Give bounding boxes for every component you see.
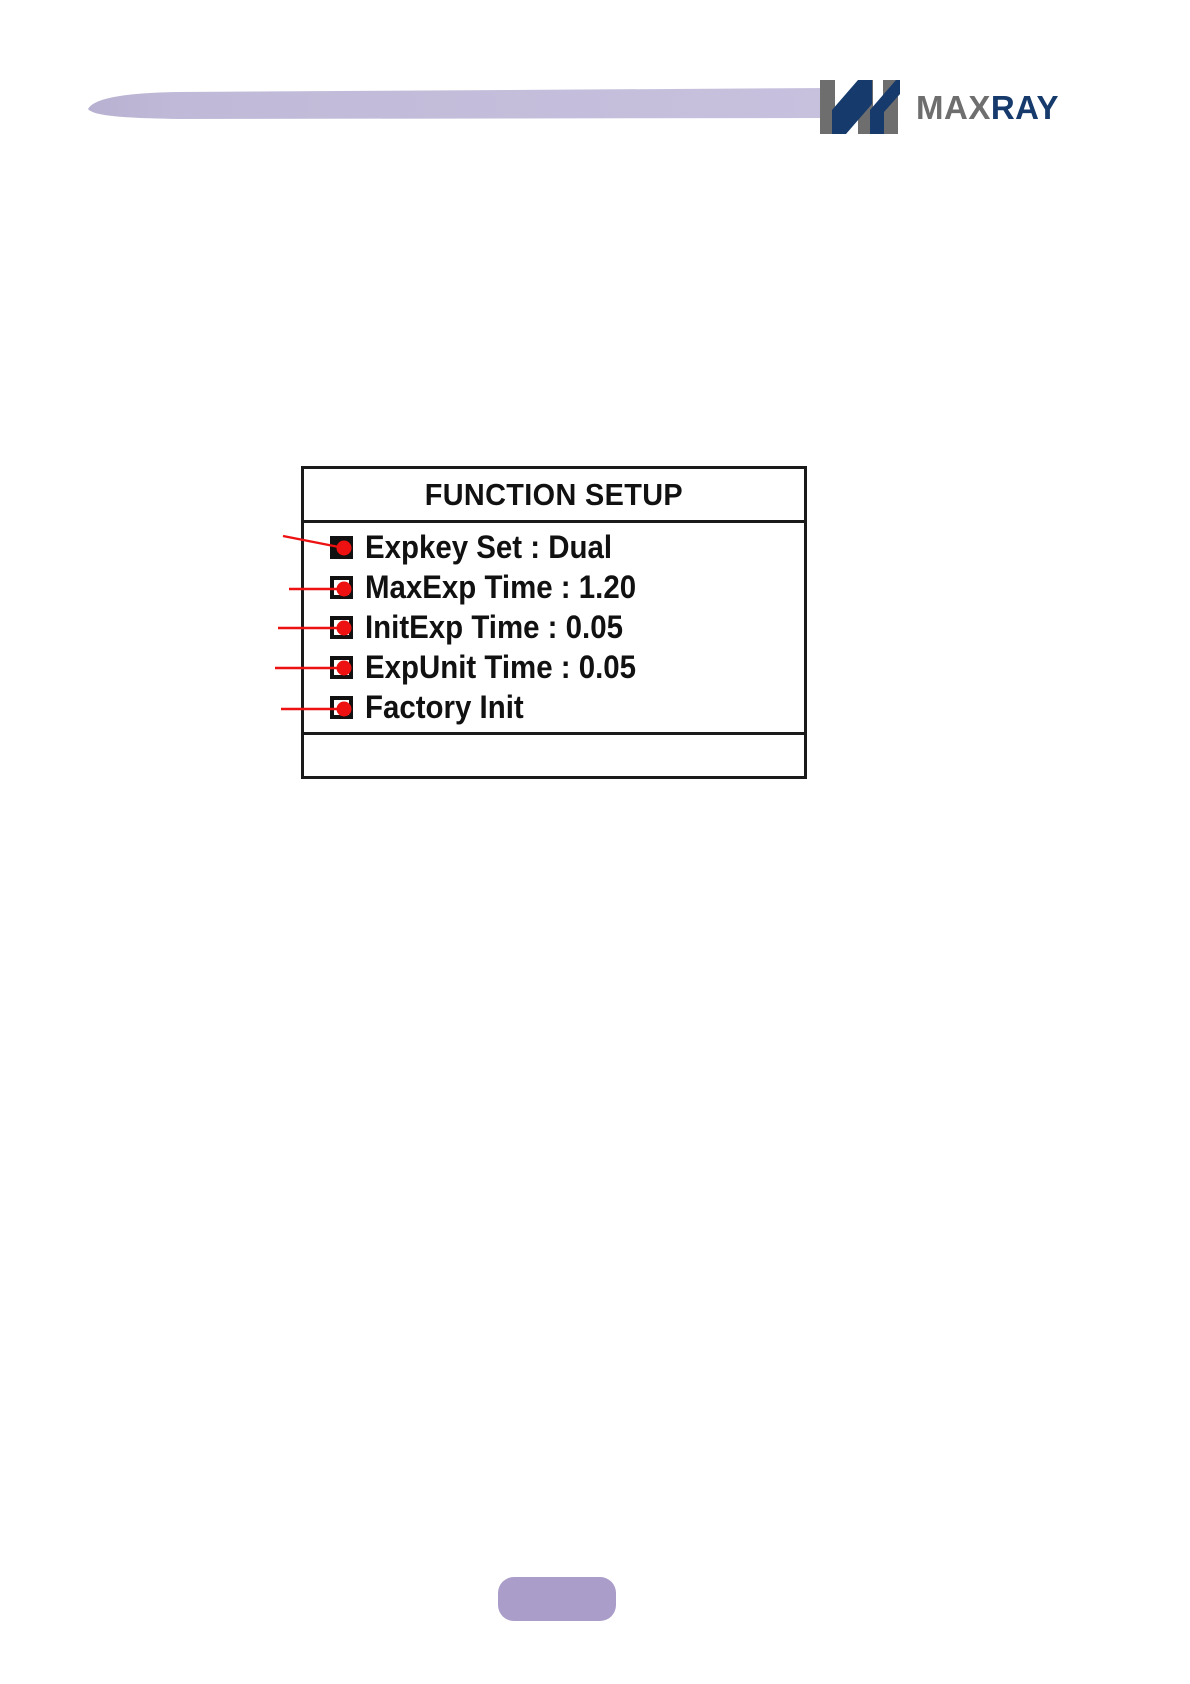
menu-item-expkey-set[interactable]: Expkey Set : Dual	[304, 527, 804, 567]
checkbox-expunit-time[interactable]	[330, 655, 353, 679]
menu-label-maxexp-time: MaxExp Time : 1.20	[365, 569, 637, 605]
header-decorative-bar	[88, 88, 828, 122]
menu-item-initexp-time[interactable]: InitExp Time : 0.05	[304, 607, 804, 647]
menu-label-expkey-set: Expkey Set : Dual	[365, 529, 613, 565]
screen-status-strip	[304, 735, 804, 771]
function-setup-screen: FUNCTION SETUP Expkey Set : Dual MaxExp …	[301, 466, 807, 779]
menu-label-expunit-time: ExpUnit Time : 0.05	[365, 649, 637, 685]
maxray-logo: MAXRAY	[818, 78, 1068, 136]
menu-item-factory-init[interactable]: Factory Init	[304, 687, 804, 727]
menu-label-factory-init: Factory Init	[365, 689, 524, 725]
maxray-wordmark: MAXRAY	[916, 91, 1059, 124]
logo-text-max: MAX	[916, 88, 991, 126]
menu-list: Expkey Set : Dual MaxExp Time : 1.20 Ini…	[304, 523, 804, 727]
checkbox-maxexp-time[interactable]	[330, 575, 353, 599]
screen-title: FUNCTION SETUP	[424, 476, 684, 512]
maxray-m-mark-icon	[818, 80, 900, 134]
screen-title-row: FUNCTION SETUP	[304, 469, 804, 523]
menu-item-maxexp-time[interactable]: MaxExp Time : 1.20	[304, 567, 804, 607]
checkbox-expkey-set[interactable]	[330, 535, 353, 559]
checkbox-factory-init[interactable]	[330, 695, 353, 719]
page-footer-pill	[498, 1577, 616, 1621]
screen-bottom-divider	[304, 732, 804, 735]
menu-item-expunit-time[interactable]: ExpUnit Time : 0.05	[304, 647, 804, 687]
logo-text-ray: RAY	[990, 88, 1059, 126]
checkbox-initexp-time[interactable]	[330, 615, 353, 639]
menu-label-initexp-time: InitExp Time : 0.05	[365, 609, 623, 645]
page-header: MAXRAY	[0, 0, 1190, 160]
